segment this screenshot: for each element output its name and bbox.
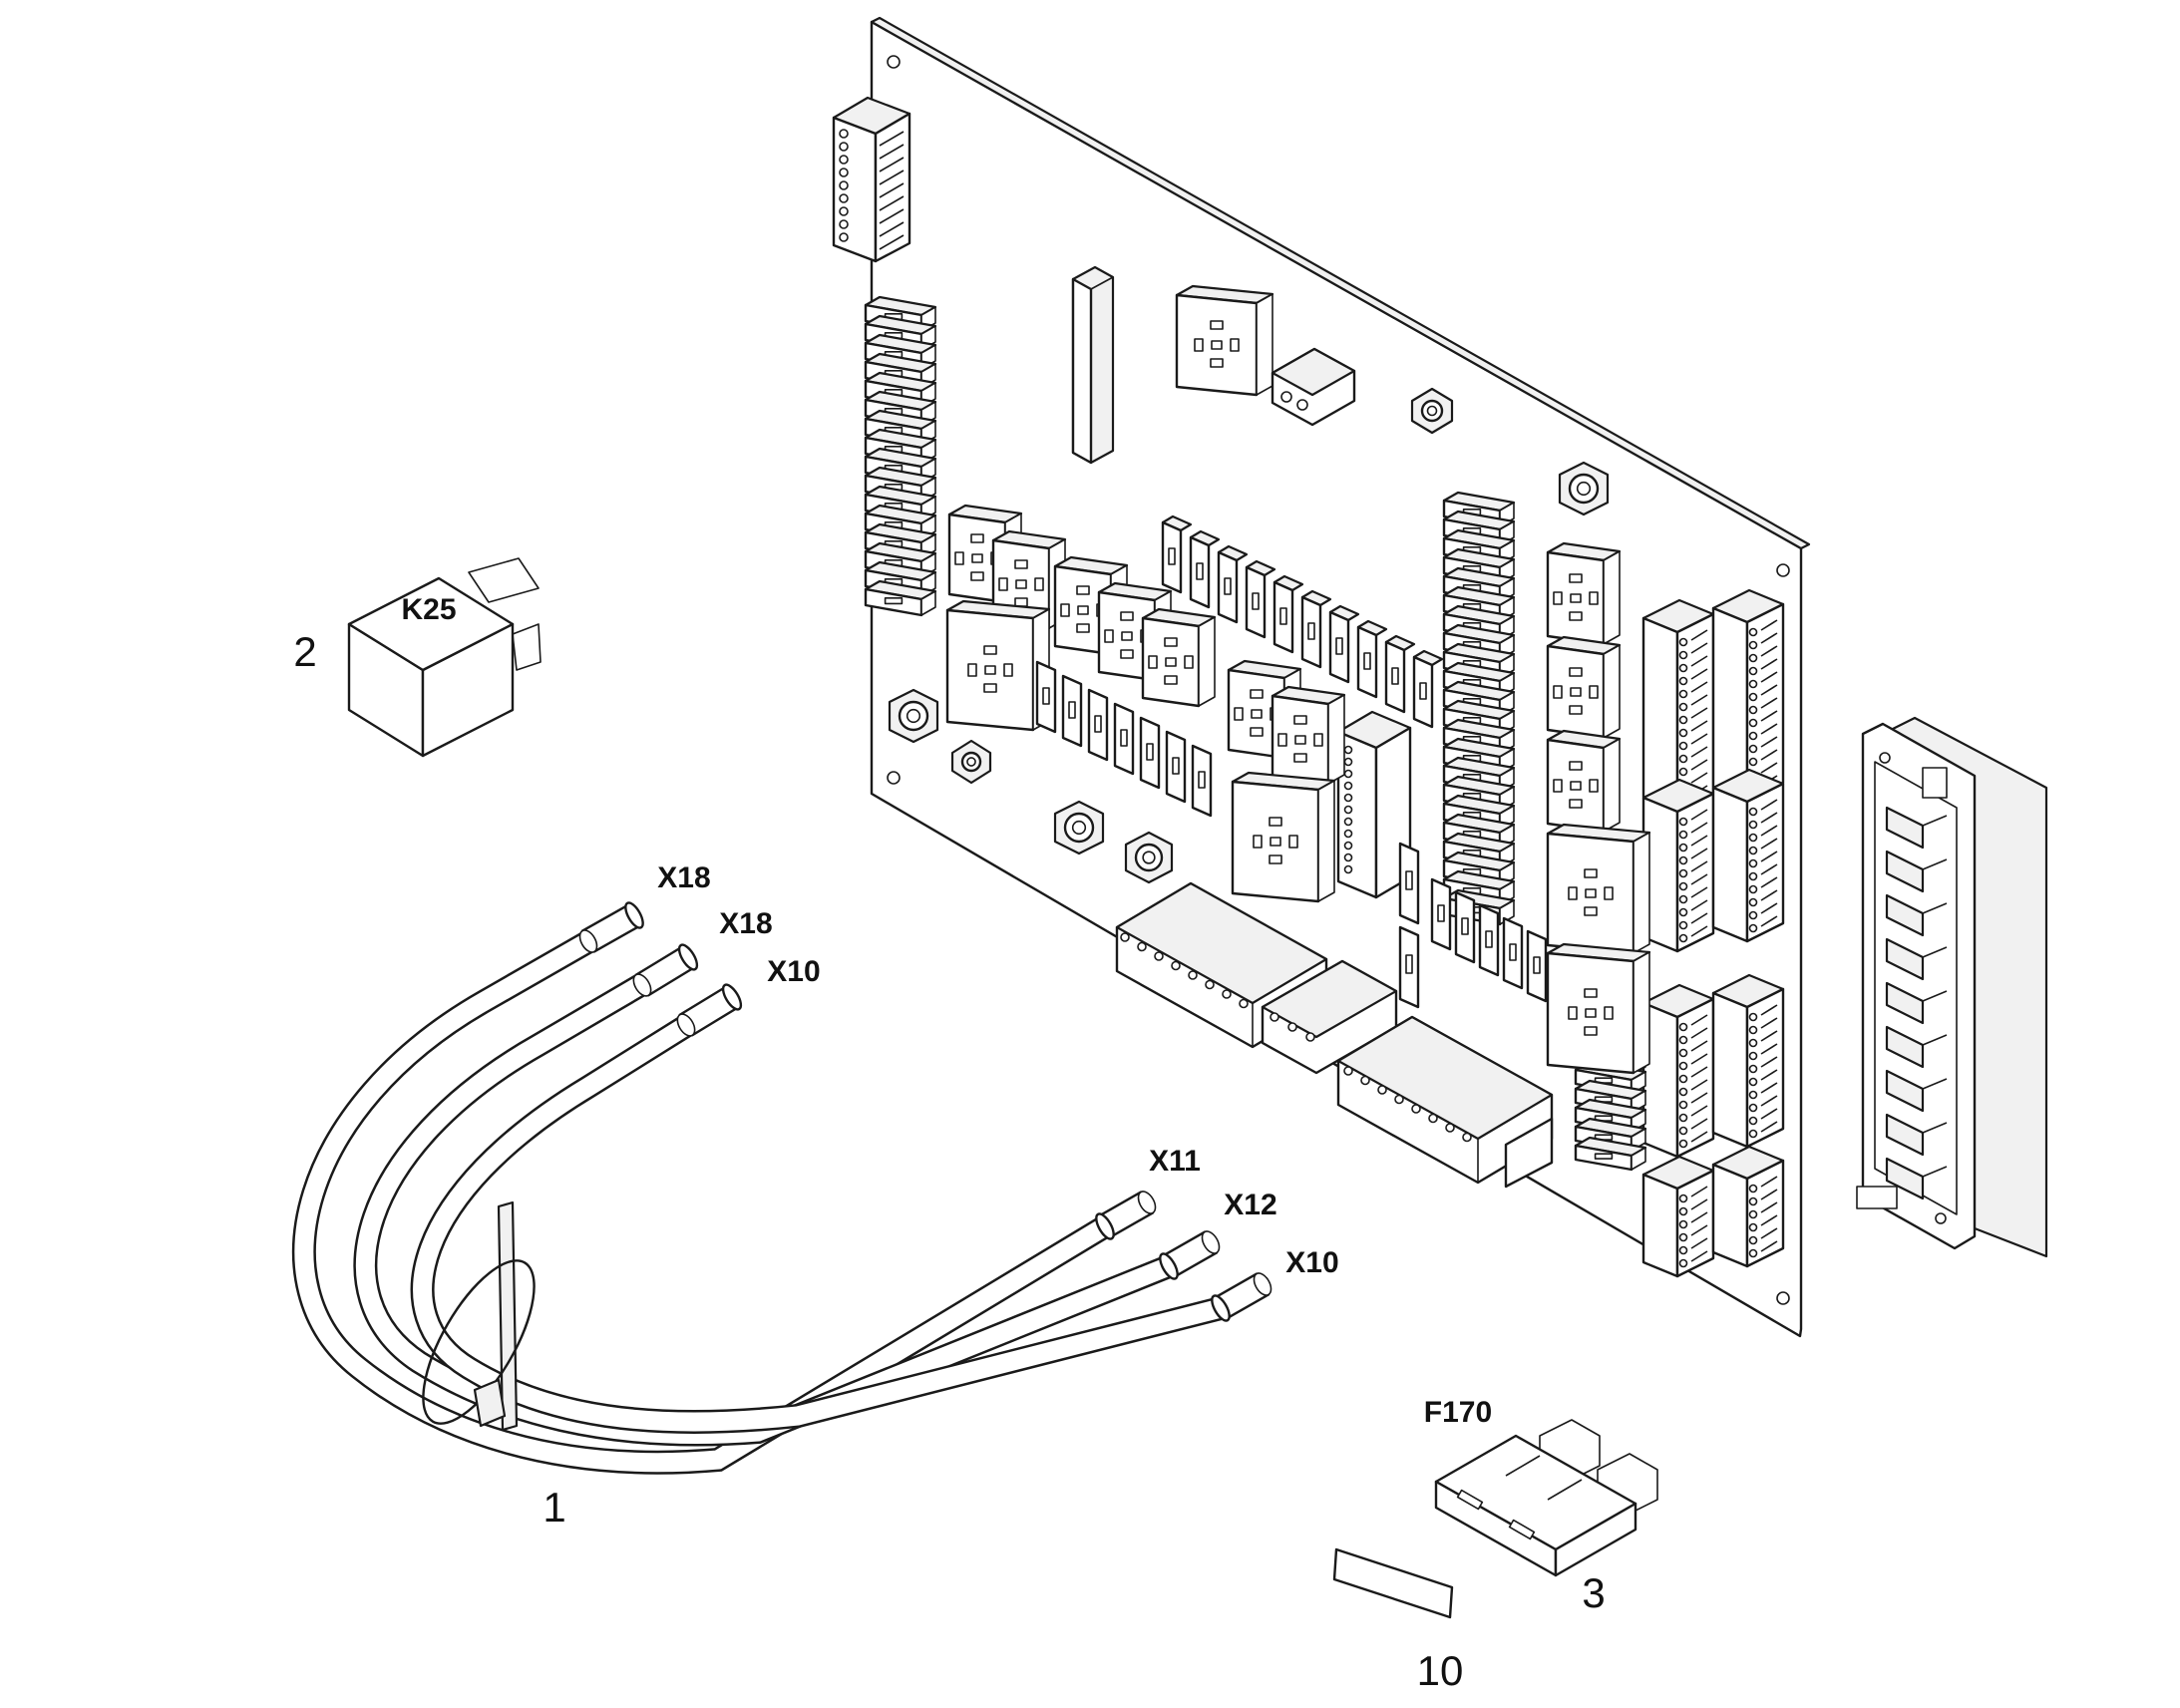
relay-socket xyxy=(1546,942,1651,1075)
small-fuse-block xyxy=(1574,1041,1647,1172)
mini-fuse xyxy=(1113,702,1135,776)
screw-terminal-bank xyxy=(1641,598,1715,813)
bottom-connector-small xyxy=(1261,959,1398,1075)
relay-socket xyxy=(1231,771,1336,903)
wire-sleeve xyxy=(676,983,743,1037)
mini-fuse xyxy=(1191,744,1213,818)
wire-sleeve xyxy=(578,901,644,953)
wire-harness[interactable]: X18 X18 X10 X11 X12 X10 xyxy=(292,861,1339,1475)
relay-socket xyxy=(1141,607,1217,708)
relay-socket xyxy=(1546,823,1651,955)
mini-fuse xyxy=(1189,529,1221,609)
wire-end-label-x11: X11 xyxy=(1149,1145,1201,1178)
mini-fuse xyxy=(1412,649,1444,729)
relay-socket xyxy=(1546,635,1622,740)
callout-1: 1 xyxy=(543,1484,565,1531)
screw-terminal-bank xyxy=(1641,778,1715,953)
board-bolt xyxy=(1124,831,1174,884)
mini-fuse xyxy=(1526,929,1548,1003)
edge-connector-pins xyxy=(1885,806,1948,1200)
wire-end-label-x12: X12 xyxy=(1224,1189,1276,1221)
board-bolt xyxy=(1558,461,1610,516)
fuse-label: F170 xyxy=(1424,1396,1492,1429)
mini-fuse xyxy=(1384,634,1416,714)
mini-fuse xyxy=(1454,890,1476,964)
terminal-banks-right xyxy=(1336,588,1785,1278)
relay-socket xyxy=(1175,284,1274,397)
board-bolt xyxy=(888,688,939,744)
wire-sleeve xyxy=(632,943,699,997)
wire-sleeve xyxy=(1095,1191,1157,1240)
wire-end-label-x10-top: X10 xyxy=(767,955,820,988)
mini-fuse xyxy=(1398,842,1420,925)
terminal-block-top xyxy=(832,96,911,263)
mini-fuse xyxy=(1087,688,1109,762)
mini-fuse xyxy=(1217,544,1249,624)
edge-connector xyxy=(1856,716,2048,1258)
relay-socket xyxy=(945,599,1051,732)
callout-3: 3 xyxy=(1582,1569,1605,1616)
relay-top-face xyxy=(347,576,515,672)
wire-end-label-x18-mid: X18 xyxy=(719,907,772,940)
relay-label: K25 xyxy=(401,593,456,626)
mini-fuse xyxy=(1035,660,1057,734)
wire-sleeve xyxy=(1211,1272,1272,1322)
label-strip[interactable] xyxy=(1332,1547,1454,1619)
mounting-hole xyxy=(1776,1291,1790,1305)
mini-fuse xyxy=(1356,619,1388,699)
callout-2: 2 xyxy=(293,628,316,675)
mini-fuse xyxy=(1398,925,1420,1009)
mini-fuse-row xyxy=(1035,514,1548,1009)
mini-fuse xyxy=(1245,559,1276,639)
two-pin-connector xyxy=(1271,347,1356,427)
relay-socket xyxy=(1546,541,1622,646)
mini-fuse xyxy=(1165,730,1187,804)
fuse-side-face xyxy=(1554,1502,1637,1577)
callout-10: 10 xyxy=(1417,1647,1464,1694)
fuse-f170[interactable]: F170 xyxy=(1424,1396,1658,1577)
mini-fuse xyxy=(1502,916,1524,990)
relay-socket xyxy=(1546,729,1622,834)
relay-socket xyxy=(1271,685,1346,786)
mini-fuse xyxy=(1139,716,1161,790)
bottom-connector-right xyxy=(1336,1015,1554,1189)
mini-fuse xyxy=(1272,574,1304,654)
mini-fuse xyxy=(1061,674,1083,748)
relay-k25[interactable]: K25 xyxy=(347,557,542,758)
wire-sleeve xyxy=(1159,1230,1221,1280)
mounting-hole xyxy=(1776,563,1790,577)
harness-wires xyxy=(292,901,1272,1475)
bolts xyxy=(888,387,1610,884)
screw-terminal-bank xyxy=(1711,1145,1785,1268)
mini-fuse xyxy=(1478,903,1500,977)
wire-end-label-x10-end: X10 xyxy=(1285,1246,1338,1279)
fuse-column-center xyxy=(1442,491,1516,926)
fuse-column-left xyxy=(864,295,937,617)
mounting-hole xyxy=(887,771,901,785)
board-bolt xyxy=(1410,387,1454,435)
circuit-board xyxy=(832,16,1811,1338)
screw-terminal-bank xyxy=(1641,1155,1715,1278)
board-bolt xyxy=(950,739,992,785)
mini-fuse xyxy=(1328,604,1360,684)
relay-sockets xyxy=(945,284,1651,1075)
pin-header xyxy=(1071,265,1115,465)
board-fuse xyxy=(864,579,937,617)
mini-fuse xyxy=(1430,877,1452,951)
screw-terminal-bank xyxy=(1711,973,1785,1149)
mini-fuse xyxy=(1161,514,1193,594)
wire-end-label-x18-top: X18 xyxy=(657,861,710,894)
cable-tie xyxy=(422,1200,536,1432)
board-edge xyxy=(870,16,1811,550)
screw-terminal-bank xyxy=(1711,768,1785,943)
mounting-hole xyxy=(887,55,901,69)
board-bolt xyxy=(1053,800,1105,855)
screw-terminal-bank xyxy=(1641,983,1715,1159)
mini-fuse xyxy=(1300,589,1332,669)
board-fuse xyxy=(1574,1136,1647,1172)
